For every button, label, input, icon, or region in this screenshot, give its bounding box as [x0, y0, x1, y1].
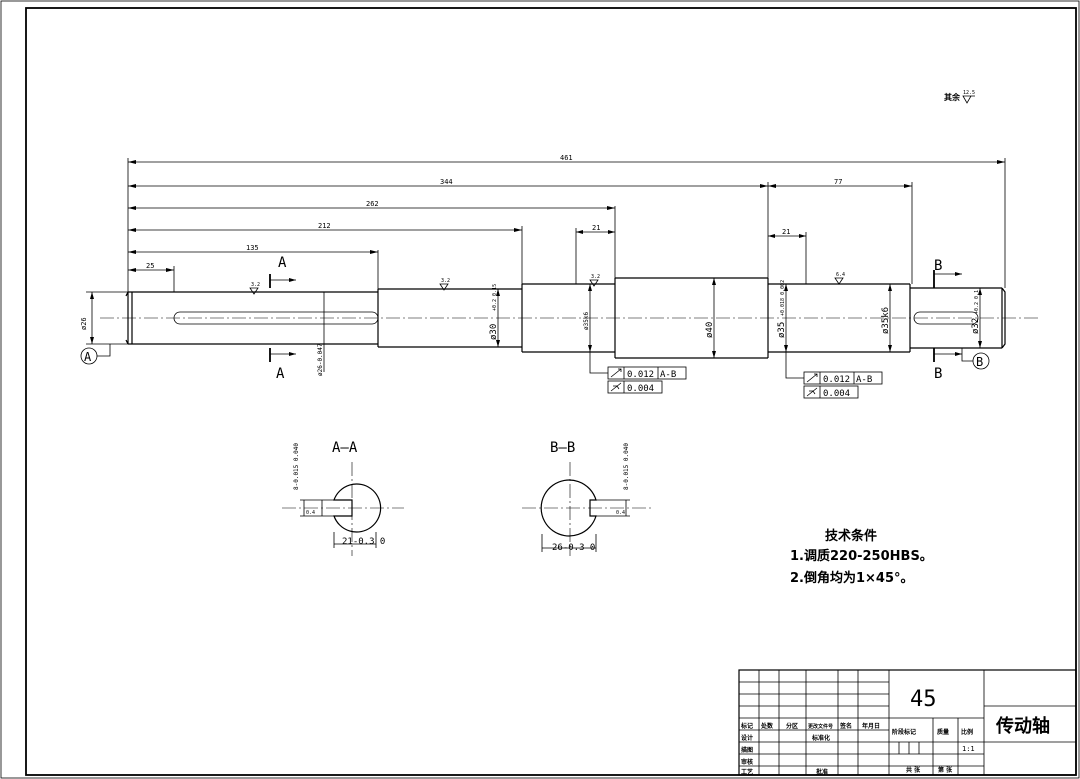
technical-notes: 技术条件 1.调质220-250HBS。 2.倒角均为1×45°。	[790, 528, 933, 586]
svg-text:25: 25	[146, 262, 154, 270]
general-roughness: 其余 12.5	[944, 90, 975, 104]
svg-text:共 张: 共 张	[906, 766, 921, 774]
svg-text:ø35: ø35	[777, 322, 787, 338]
svg-text:3.2: 3.2	[251, 282, 260, 288]
svg-text:工艺: 工艺	[741, 768, 753, 776]
notes-line-1: 1.调质220-250HBS。	[790, 548, 933, 564]
svg-text:ø40: ø40	[705, 322, 715, 338]
svg-text:135: 135	[246, 244, 259, 252]
material: 45	[910, 687, 937, 712]
svg-text:12.5: 12.5	[963, 90, 975, 96]
svg-text:77: 77	[834, 178, 842, 186]
svg-text:0.4: 0.4	[306, 510, 315, 516]
svg-text:ø30: ø30	[489, 324, 499, 340]
svg-text:A: A	[278, 255, 287, 271]
notes-title: 技术条件	[825, 528, 877, 544]
svg-text:分区: 分区	[786, 722, 798, 730]
svg-text:A: A	[84, 350, 92, 364]
svg-text:21-0.3 0: 21-0.3 0	[342, 537, 385, 547]
svg-text:质量: 质量	[937, 728, 949, 736]
roughness-symbols: 3.2 3.2 3.2 6.4	[249, 272, 845, 295]
svg-text:+0.2 0.15: +0.2 0.15	[492, 284, 498, 311]
svg-text:+0.2 0.1: +0.2 0.1	[974, 290, 980, 314]
tolerance-frame-right: 0.012 A-B 0.004	[785, 352, 883, 399]
section-bb: B—B 8-0.015 0.040 0.4 26-0.3 0	[522, 440, 652, 556]
svg-text:0.012: 0.012	[823, 375, 850, 385]
svg-text:0.004: 0.004	[823, 389, 850, 399]
svg-text:A: A	[276, 366, 285, 382]
svg-text:年月日: 年月日	[862, 722, 880, 730]
svg-text:B—B: B—B	[550, 440, 575, 456]
svg-text:ø32: ø32	[971, 318, 981, 334]
svg-text:212: 212	[318, 222, 331, 230]
svg-text:3.2: 3.2	[441, 278, 450, 284]
svg-text:0.004: 0.004	[627, 384, 654, 394]
svg-text:比例: 比例	[961, 728, 973, 736]
inner-border	[25, 7, 1077, 776]
section-aa: A—A 8-0.015 0.040 0.4 21-0.3 0	[282, 440, 404, 556]
part-name: 传动轴	[995, 715, 1050, 737]
svg-text:描图: 描图	[741, 746, 753, 754]
svg-text:ø26: ø26	[80, 317, 88, 330]
svg-text:8-0.015 0.040: 8-0.015 0.040	[623, 443, 630, 490]
tolerance-frame-left: 0.012 A-B 0.004	[589, 352, 687, 394]
svg-text:设计: 设计	[741, 734, 753, 742]
roughness-symbol-3: 3.2	[589, 274, 600, 287]
svg-text:A-B: A-B	[856, 375, 872, 385]
svg-text:A—A: A—A	[332, 440, 358, 456]
svg-text:344: 344	[440, 178, 453, 186]
svg-text:B: B	[934, 366, 942, 382]
length-dimensions: 461 344 77 262 212 135 25 21 21	[127, 154, 1006, 292]
roughness-symbol-2: 3.2	[439, 278, 450, 291]
title-block: 45 传动轴 1:1 标记 处数 分区 更改文件号 签名 年月日 设计 标准化 …	[738, 669, 1077, 776]
svg-text:0.4: 0.4	[616, 510, 625, 516]
svg-text:26-0.3 0: 26-0.3 0	[552, 543, 595, 553]
svg-text:A-B: A-B	[660, 370, 676, 380]
svg-text:更改文件号: 更改文件号	[808, 723, 833, 730]
svg-text:标准化: 标准化	[811, 734, 830, 742]
section-markers: A A B B A B	[80, 255, 990, 382]
svg-text:3.2: 3.2	[591, 274, 600, 280]
svg-text:ø35k6: ø35k6	[583, 312, 590, 330]
diameter-dimensions: ø26 ø26-0.047 ø30 +0.2 0.15 ø35k6 ø40 ø3…	[80, 278, 982, 376]
svg-text:ø35k6: ø35k6	[881, 307, 891, 334]
svg-text:ø26-0.047: ø26-0.047	[317, 343, 324, 376]
svg-text:8-0.015 0.040: 8-0.015 0.040	[293, 443, 300, 490]
svg-text:其余: 其余	[944, 92, 961, 102]
shaft-outline	[100, 277, 1038, 359]
svg-text:B: B	[976, 355, 983, 369]
svg-text:21: 21	[782, 228, 790, 236]
svg-text:21: 21	[592, 224, 600, 232]
roughness-symbol-4: 6.4	[834, 272, 845, 285]
svg-text:审核: 审核	[741, 758, 753, 766]
svg-text:标记: 标记	[740, 722, 753, 730]
svg-text:6.4: 6.4	[836, 272, 845, 278]
svg-text:461: 461	[560, 154, 573, 162]
svg-text:262: 262	[366, 200, 379, 208]
svg-text:B: B	[934, 258, 942, 274]
svg-text:阶段标记: 阶段标记	[892, 728, 916, 736]
svg-text:+0.018 0.002: +0.018 0.002	[780, 280, 786, 316]
scale: 1:1	[962, 745, 975, 753]
svg-text:0.012: 0.012	[627, 370, 654, 380]
svg-text:签名: 签名	[839, 722, 852, 730]
roughness-symbol-1: 3.2	[249, 282, 260, 295]
notes-line-2: 2.倒角均为1×45°。	[790, 570, 914, 586]
svg-text:处数: 处数	[760, 722, 774, 730]
svg-text:批准: 批准	[816, 768, 828, 776]
svg-text:第 张: 第 张	[937, 766, 953, 774]
